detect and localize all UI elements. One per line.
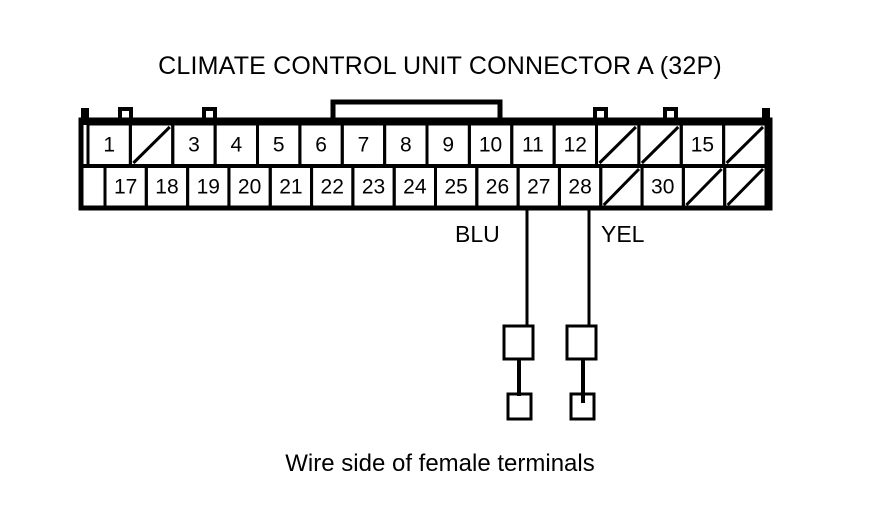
terminal-blu-body [502,324,535,361]
housing-left-riser [81,108,89,122]
pin-cell-blank-slash [685,167,723,207]
pin-cell-blank-slash [726,167,765,207]
pin-number: 24 [403,176,427,199]
pin-number: 27 [527,176,550,199]
pin-row-bottom: 17 18 19 20 21 22 23 24 25 26 27 28 30 [103,164,768,210]
pin-number: 19 [197,176,220,199]
pin-number: 15 [691,134,714,157]
pin-number: 11 [522,134,544,157]
wire-blu [502,208,535,421]
page-title: CLIMATE CONTROL UNIT CONNECTOR A (32P) [158,52,722,80]
pin-number: 6 [315,134,327,157]
pin-row-top: 1 3 4 5 6 7 8 9 10 11 12 15 [86,122,768,168]
pin-number: 1 [103,134,115,157]
pin-cell-blank-slash [725,125,765,165]
pin-cell [723,164,768,210]
pin-number: 9 [442,134,454,157]
pin-number: 12 [564,134,587,157]
figure-caption: Wire side of female terminals [285,450,595,477]
wire-label-blu: BLU [455,221,500,247]
pin-cell-blank-slash [598,125,637,165]
pin-cell-blank-slash [602,167,641,207]
pin-number: 7 [358,134,370,157]
pin-number: 30 [651,176,674,199]
pin-number: 20 [238,176,261,199]
pin-cell-blank-slash [640,125,680,165]
housing-right-riser [762,108,770,122]
pin-number: 5 [273,134,285,157]
pin-number: 4 [230,134,242,157]
terminal-blu-tip [506,392,533,421]
wire-label-yel: YEL [601,221,645,247]
pin-number: 18 [155,176,178,199]
pin-number: 17 [114,176,137,199]
pin-number: 21 [279,176,302,199]
pin-number: 28 [568,176,591,199]
wire-yel [565,208,598,421]
pin-cell-blank-slash [132,125,171,165]
pin-number: 10 [479,134,502,157]
pin-number: 25 [444,176,467,199]
pin-number: 22 [321,176,344,199]
pin-number: 26 [486,176,509,199]
pin-number: 8 [400,134,412,157]
pin-number: 3 [188,134,200,157]
pin-number: 23 [362,176,385,199]
terminal-yel-tip [569,392,596,421]
terminal-yel-body [565,324,598,361]
